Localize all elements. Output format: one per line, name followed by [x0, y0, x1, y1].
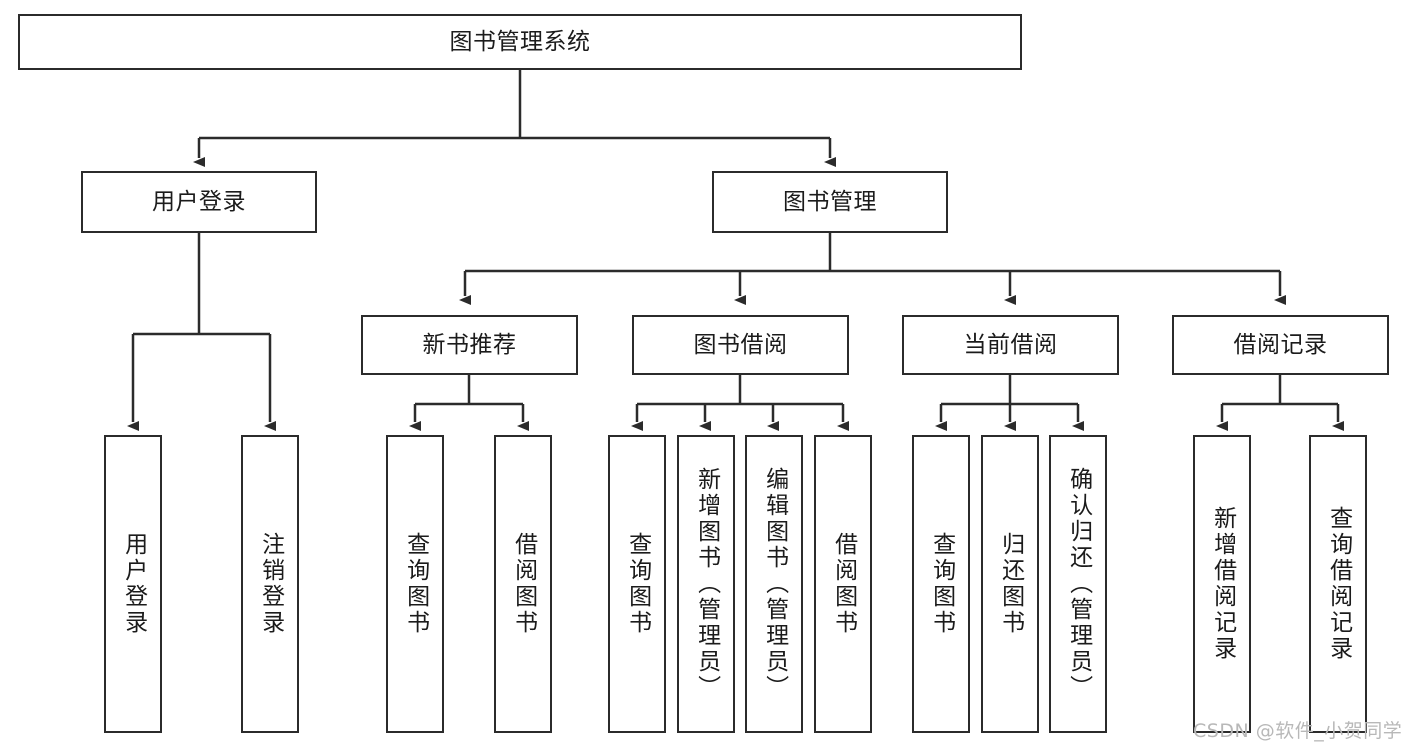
- node-leaf-borrow-book-2-label: 借阅图书: [830, 532, 857, 636]
- node-leaf-user-login-label: 用户登录: [120, 532, 147, 636]
- node-leaf-query-book-3[interactable]: 查询图书: [912, 435, 970, 733]
- node-leaf-query-record[interactable]: 查询借阅记录: [1309, 435, 1367, 733]
- node-leaf-confirm-return[interactable]: 确认归还（管理员）: [1049, 435, 1107, 733]
- node-leaf-confirm-return-label: 确认归还（管理员）: [1065, 467, 1092, 701]
- node-user-login-label: 用户登录: [152, 188, 246, 215]
- node-leaf-borrow-book-1-label: 借阅图书: [510, 532, 537, 636]
- node-book-borrow[interactable]: 图书借阅: [632, 315, 849, 375]
- node-root-label: 图书管理系统: [449, 28, 591, 55]
- node-borrow-record[interactable]: 借阅记录: [1172, 315, 1389, 375]
- node-book-borrow-label: 图书借阅: [693, 331, 788, 358]
- node-leaf-add-record-label: 新增借阅记录: [1209, 506, 1236, 662]
- node-leaf-borrow-book-1[interactable]: 借阅图书: [494, 435, 552, 733]
- node-current-borrow-label: 当前借阅: [963, 331, 1058, 358]
- node-leaf-query-book-1-label: 查询图书: [402, 532, 429, 636]
- node-new-book-rec[interactable]: 新书推荐: [361, 315, 578, 375]
- node-leaf-user-login[interactable]: 用户登录: [104, 435, 162, 733]
- csdn-watermark: CSDN @软件_小贺同学: [1193, 720, 1403, 742]
- node-leaf-borrow-book-2[interactable]: 借阅图书: [814, 435, 872, 733]
- node-leaf-query-book-2[interactable]: 查询图书: [608, 435, 666, 733]
- node-borrow-record-label: 借阅记录: [1233, 331, 1328, 358]
- node-leaf-add-record[interactable]: 新增借阅记录: [1193, 435, 1251, 733]
- node-leaf-logout-label: 注销登录: [257, 532, 284, 636]
- node-leaf-return-book-label: 归还图书: [997, 532, 1024, 636]
- node-root[interactable]: 图书管理系统: [18, 14, 1022, 70]
- node-leaf-query-book-2-label: 查询图书: [624, 532, 651, 636]
- node-leaf-edit-book[interactable]: 编辑图书（管理员）: [745, 435, 803, 733]
- node-book-manage[interactable]: 图书管理: [712, 171, 948, 233]
- node-leaf-query-book-1[interactable]: 查询图书: [386, 435, 444, 733]
- node-leaf-edit-book-label: 编辑图书（管理员）: [761, 467, 788, 701]
- node-leaf-query-book-3-label: 查询图书: [928, 532, 955, 636]
- node-current-borrow[interactable]: 当前借阅: [902, 315, 1119, 375]
- node-new-book-rec-label: 新书推荐: [422, 331, 517, 358]
- node-leaf-query-record-label: 查询借阅记录: [1325, 506, 1352, 662]
- node-leaf-return-book[interactable]: 归还图书: [981, 435, 1039, 733]
- node-book-manage-label: 图书管理: [783, 188, 877, 215]
- node-leaf-logout[interactable]: 注销登录: [241, 435, 299, 733]
- node-leaf-add-book-label: 新增图书（管理员）: [693, 467, 720, 701]
- node-leaf-add-book[interactable]: 新增图书（管理员）: [677, 435, 735, 733]
- node-user-login[interactable]: 用户登录: [81, 171, 317, 233]
